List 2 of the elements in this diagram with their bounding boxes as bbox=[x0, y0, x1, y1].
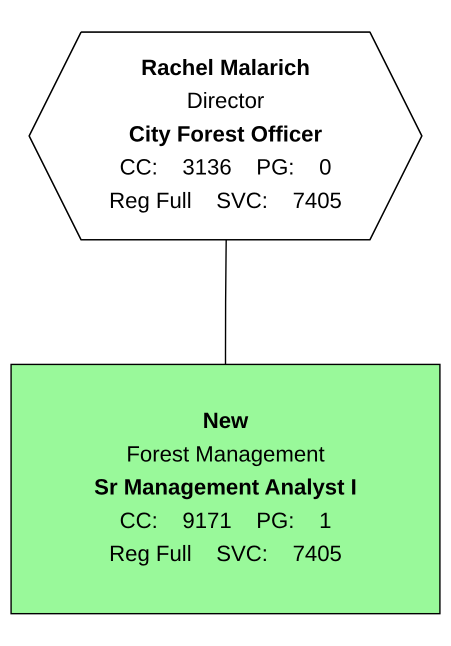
connector bbox=[224, 240, 227, 365]
node-box: New Forest Management Sr Management Analyst I CC: 9171 PG: 1 Reg Full SVC: 7405 bbox=[10, 364, 441, 614]
